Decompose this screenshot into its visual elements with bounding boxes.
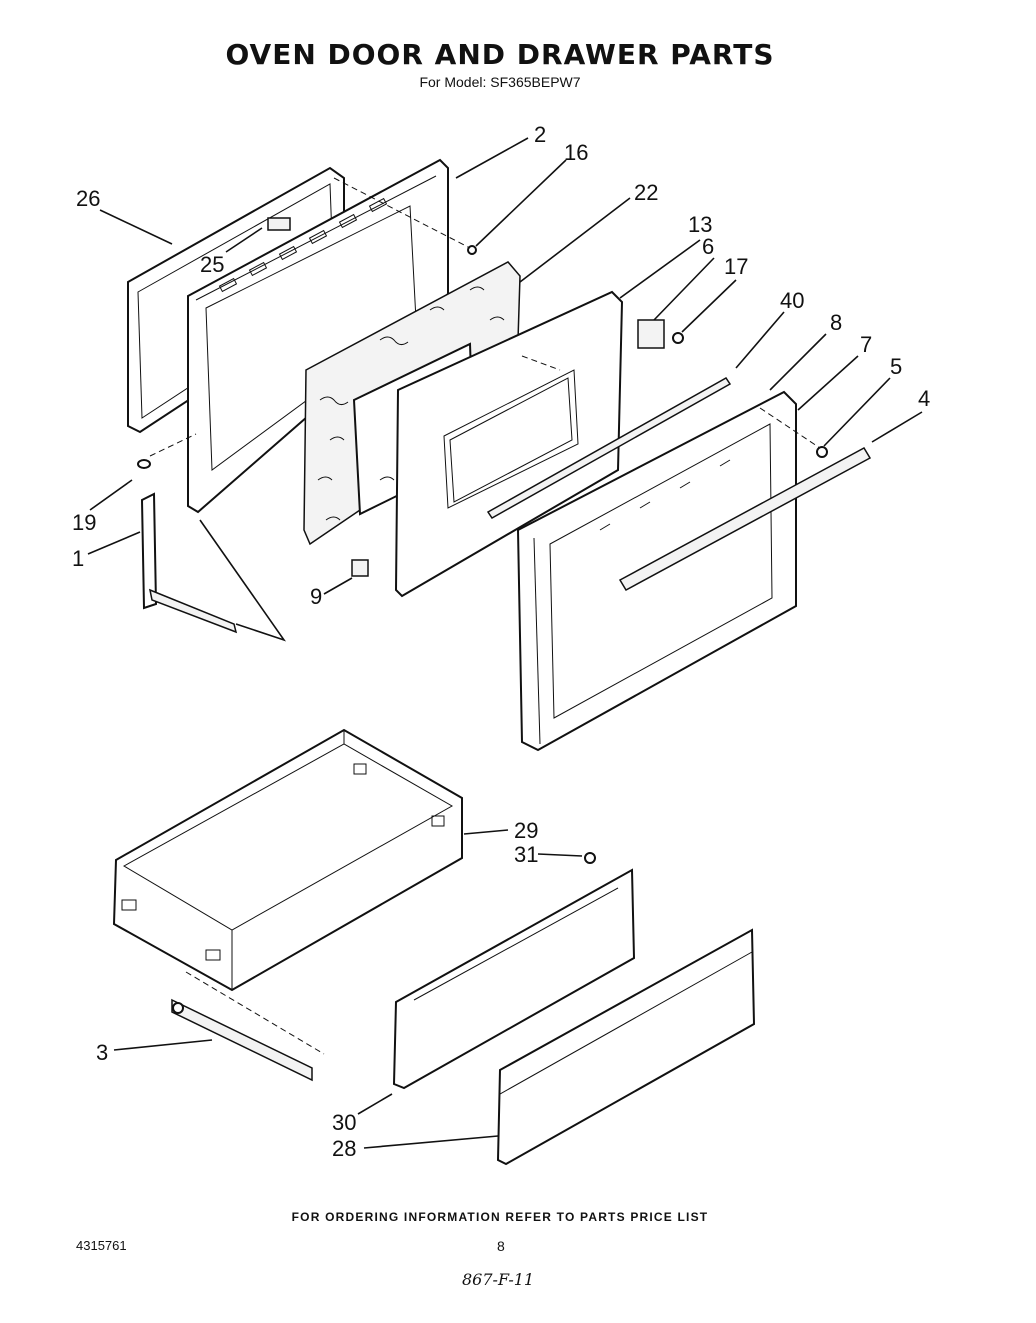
screw-19 [137,459,151,469]
hinge-1 [140,492,238,634]
ordering-note: FOR ORDERING INFORMATION REFER TO PARTS … [291,1210,709,1224]
handwritten-code: 867-F-11 [462,1270,535,1289]
drawer-front-28 [496,928,756,1166]
callout-28: 28 [332,1136,356,1161]
drawer-panel-30 [392,852,636,1090]
document-number: 4315761 [76,1238,127,1253]
callout-29: 29 [514,818,538,843]
screw-5 [816,446,828,458]
page-title: OVEN DOOR AND DRAWER PARTS [225,38,775,71]
screw-17 [672,332,684,344]
page-number: 8 [497,1238,505,1254]
callout-8: 8 [830,310,842,335]
drawer-rail-3 [171,971,325,1082]
door-handle-4 [618,446,872,592]
drawer-body-29 [112,728,463,992]
callout-4: 4 [918,386,930,411]
callout-19: 19 [72,510,96,535]
clip-25 [267,217,291,231]
callout-25: 25 [200,252,224,277]
callout-3: 3 [96,1040,108,1065]
callout-16: 16 [564,140,588,165]
callout-30: 30 [332,1110,356,1135]
callout-6: 6 [702,234,714,259]
clip-9 [351,559,369,577]
model-subtitle: For Model: SF365BEPW7 [419,74,581,90]
callout-1: 1 [72,546,84,571]
callout-2: 2 [534,122,546,147]
callout-17: 17 [724,254,748,279]
callout-5: 5 [890,354,902,379]
callout-9: 9 [310,584,322,609]
callout-31: 31 [514,842,538,867]
channel-40 [486,377,732,519]
callout-22: 22 [634,180,658,205]
hinge-bracket-6 [637,319,665,349]
callout-26: 26 [76,186,100,211]
callout-40: 40 [780,288,804,313]
callout-7: 7 [860,332,872,357]
inner-door-panel-13 [394,290,624,598]
callout-13: 13 [688,212,712,237]
leader-lines [87,137,923,1149]
